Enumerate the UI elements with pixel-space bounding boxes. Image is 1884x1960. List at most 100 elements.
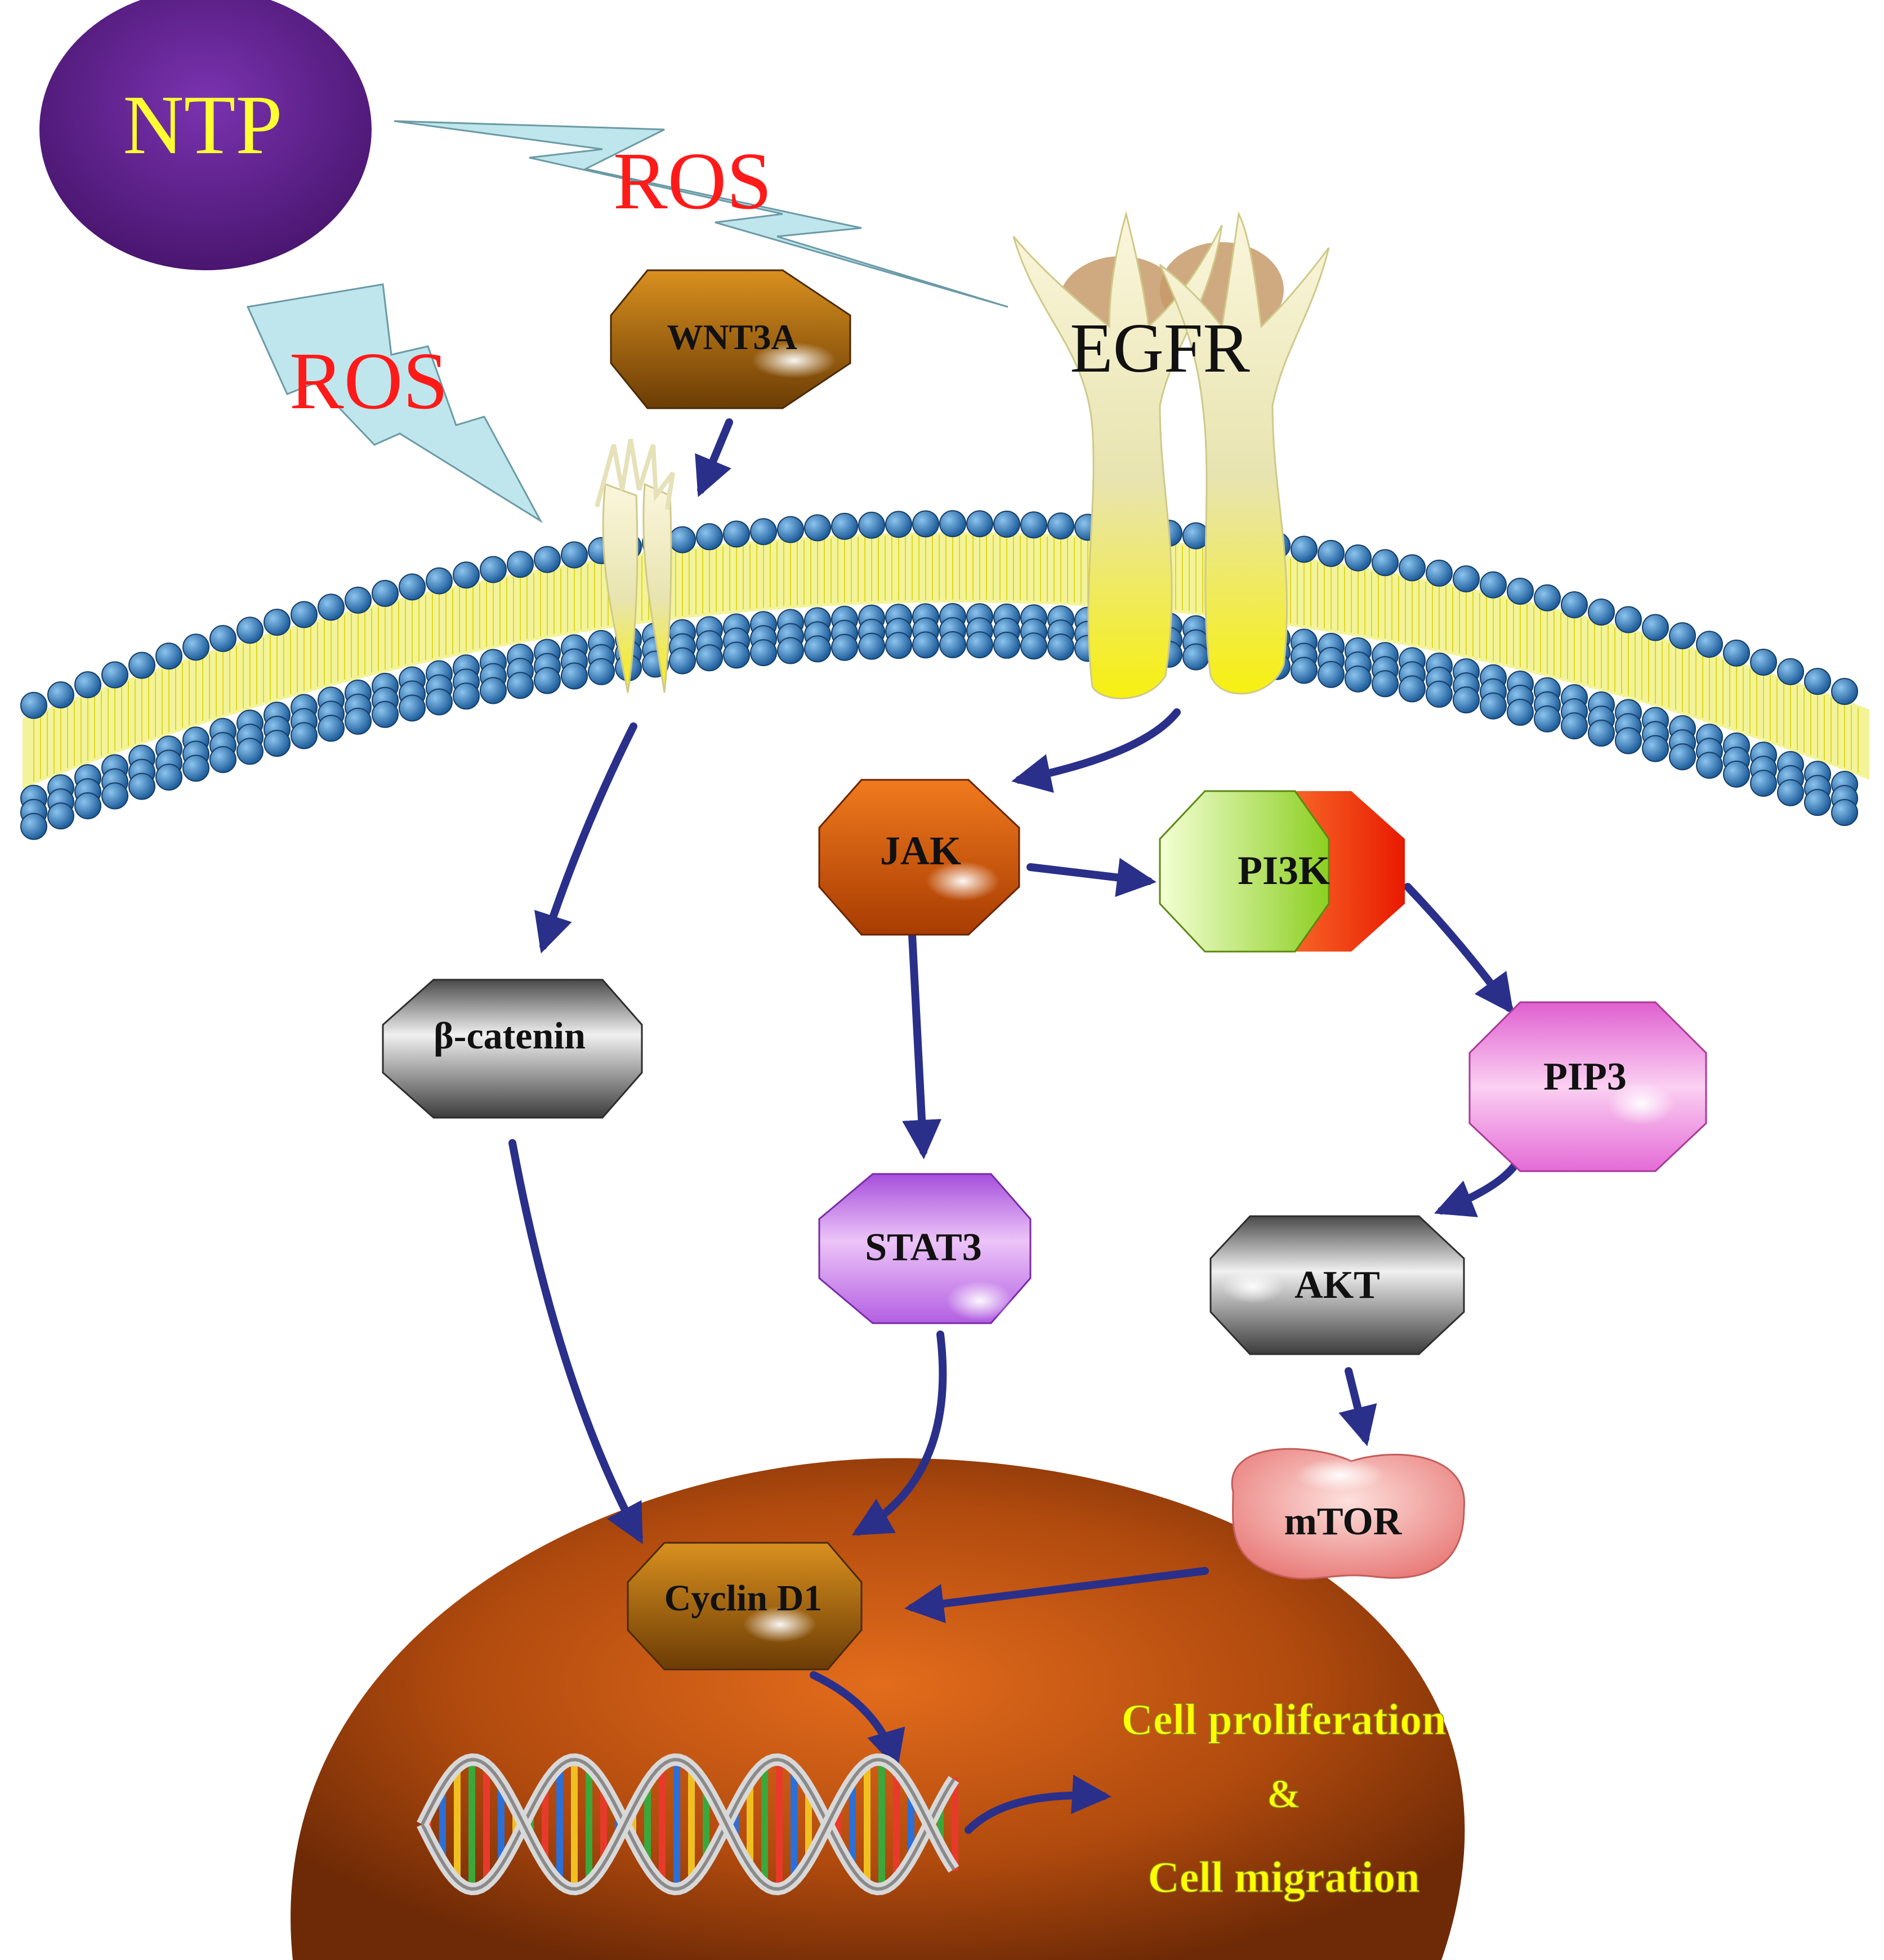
lipid-head xyxy=(264,609,291,636)
lipid-head xyxy=(291,722,318,749)
lipid-head xyxy=(507,672,534,699)
lipid-head xyxy=(480,677,507,704)
arrow-cyclin-to-dna xyxy=(810,1671,905,1770)
lipid-head xyxy=(723,520,750,548)
lipid-head xyxy=(1020,511,1047,539)
lipid-head xyxy=(101,782,128,810)
wnt-receptor xyxy=(595,439,675,693)
lipid-head xyxy=(777,637,804,664)
lipid-head xyxy=(831,512,858,540)
lipid-head xyxy=(1507,578,1534,605)
lipid-head xyxy=(912,510,939,538)
lipid-head xyxy=(696,523,723,551)
lipid-head xyxy=(1047,633,1074,661)
egfr-receptor: EGFR xyxy=(1012,211,1330,699)
node-akt-label: AKT xyxy=(1294,1263,1380,1307)
node-jak-label: JAK xyxy=(880,828,961,873)
lipid-head xyxy=(1750,649,1777,676)
lipid-head xyxy=(1723,760,1750,788)
node-pip3: PIP3 xyxy=(1468,1001,1707,1172)
arrow-beta-catenin-to-cyclin xyxy=(508,1139,643,1544)
lipid-head xyxy=(453,561,480,589)
lipid-head xyxy=(777,516,804,543)
lipid-head xyxy=(345,707,372,735)
node-stat3-label: STAT3 xyxy=(865,1226,981,1269)
lipid-head xyxy=(291,601,318,628)
ros-label-lower: ROS xyxy=(289,336,448,426)
dna-backbone xyxy=(421,1758,956,1891)
lipid-head xyxy=(750,639,777,667)
lipid-head xyxy=(155,764,182,791)
lipid-head xyxy=(966,510,993,538)
lipid-head xyxy=(1480,692,1507,720)
lipid-head xyxy=(128,773,155,800)
lipid-head xyxy=(399,694,426,722)
lipid-head xyxy=(1453,686,1480,714)
lipid-head xyxy=(858,511,885,539)
ntp-label: NTP xyxy=(123,78,282,172)
lipid-head xyxy=(74,792,101,820)
lipid-head xyxy=(723,641,750,669)
node-cyclin-d1: Cyclin D1 xyxy=(627,1542,863,1671)
lipid-head xyxy=(534,546,561,573)
arrow-jak-to-pi3k xyxy=(1026,858,1157,898)
node-cyclin-d1-label: Cyclin D1 xyxy=(664,1578,823,1619)
lipid-head xyxy=(885,632,912,659)
arrow-jak-to-stat3 xyxy=(902,931,942,1159)
arrow-pi3k-to-pip3 xyxy=(1404,883,1514,1015)
lipid-head xyxy=(1831,678,1858,706)
lipid-head xyxy=(993,510,1020,538)
lipid-head xyxy=(1534,705,1561,733)
lipid-head xyxy=(939,631,966,659)
lipid-head xyxy=(155,642,182,670)
lipid-head xyxy=(669,647,696,675)
lipid-head xyxy=(1669,743,1696,771)
arrow-wnt3a-to-receptor xyxy=(695,418,733,497)
node-pi3k: PI3K xyxy=(1159,790,1405,953)
lipid-head xyxy=(1615,727,1642,754)
node-mtor-label: mTOR xyxy=(1284,1500,1403,1543)
lipid-head xyxy=(750,518,777,546)
lipid-head xyxy=(1642,614,1669,641)
lipid-head xyxy=(372,700,399,728)
lipid-head xyxy=(1750,770,1777,797)
node-akt: AKT xyxy=(1209,1215,1465,1355)
lipid-head xyxy=(345,586,372,614)
lipid-head xyxy=(804,635,831,663)
outcome-line-1: Cell proliferation xyxy=(1122,1695,1447,1744)
lipid-head xyxy=(1588,599,1615,626)
lipid-head xyxy=(1804,789,1831,816)
lipid-head xyxy=(1561,591,1588,619)
lipid-head xyxy=(831,633,858,661)
lipid-head xyxy=(426,567,453,595)
lipid-head xyxy=(74,671,101,699)
outcome-text: Cell proliferation & Cell migration xyxy=(1121,1694,1447,1902)
egfr-label: EGFR xyxy=(1070,310,1250,387)
lipid-head xyxy=(399,573,426,601)
lipid-head xyxy=(507,551,534,578)
ros-bolt-lower: ROS xyxy=(246,283,543,524)
lipid-head xyxy=(696,644,723,672)
lipid-head xyxy=(561,662,588,690)
lipid-head xyxy=(1507,699,1534,726)
arrow-stat3-to-cyclin xyxy=(851,1331,947,1535)
node-beta-catenin: β-catenin xyxy=(382,979,643,1119)
lipid-head xyxy=(1047,512,1074,540)
lipid-head xyxy=(804,514,831,542)
arrows xyxy=(508,418,1519,1834)
lipid-head xyxy=(182,633,209,661)
lipid-head xyxy=(1426,559,1453,587)
lipid-head xyxy=(1615,606,1642,633)
outcome-line-2: & xyxy=(1267,1771,1301,1816)
dna-helix xyxy=(417,1753,959,1896)
arrow-dna-to-outcome xyxy=(965,1774,1111,1834)
lipid-head xyxy=(1561,712,1588,740)
lipid-head xyxy=(209,746,236,774)
node-stat3: STAT3 xyxy=(818,1173,1032,1324)
dna-backbone xyxy=(421,1758,956,1891)
ros-label-upper: ROS xyxy=(613,136,772,226)
lipid-head xyxy=(47,681,74,709)
lipid-head xyxy=(1399,675,1426,703)
arrow-pip3-to-akt xyxy=(1434,1162,1519,1217)
